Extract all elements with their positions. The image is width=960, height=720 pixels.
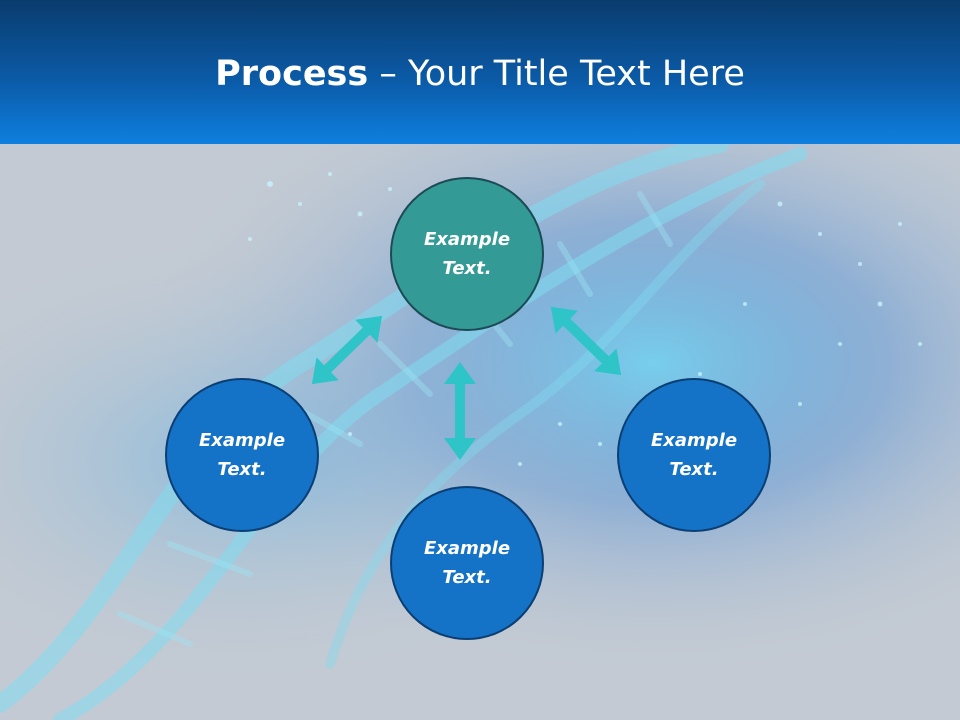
title-bold-part: Process: [215, 54, 369, 94]
slide-title: Process – Your Title Text Here: [0, 48, 960, 100]
double-arrow-right: [550, 306, 622, 376]
node-right-text: Example Text.: [650, 430, 738, 480]
node-bottom-text: Example Text.: [423, 538, 511, 588]
double-arrow-left: [311, 315, 383, 385]
node-right: Example Text.: [617, 378, 771, 532]
node-left: Example Text.: [165, 378, 319, 532]
node-left-text: Example Text.: [198, 430, 286, 480]
title-rest-part: – Your Title Text Here: [368, 54, 745, 94]
double-arrow-center: [444, 362, 476, 460]
title-bar: Process – Your Title Text Here: [0, 0, 960, 144]
node-top-text: Example Text.: [423, 229, 511, 279]
node-bottom: Example Text.: [390, 486, 544, 640]
node-top: Example Text.: [390, 177, 544, 331]
